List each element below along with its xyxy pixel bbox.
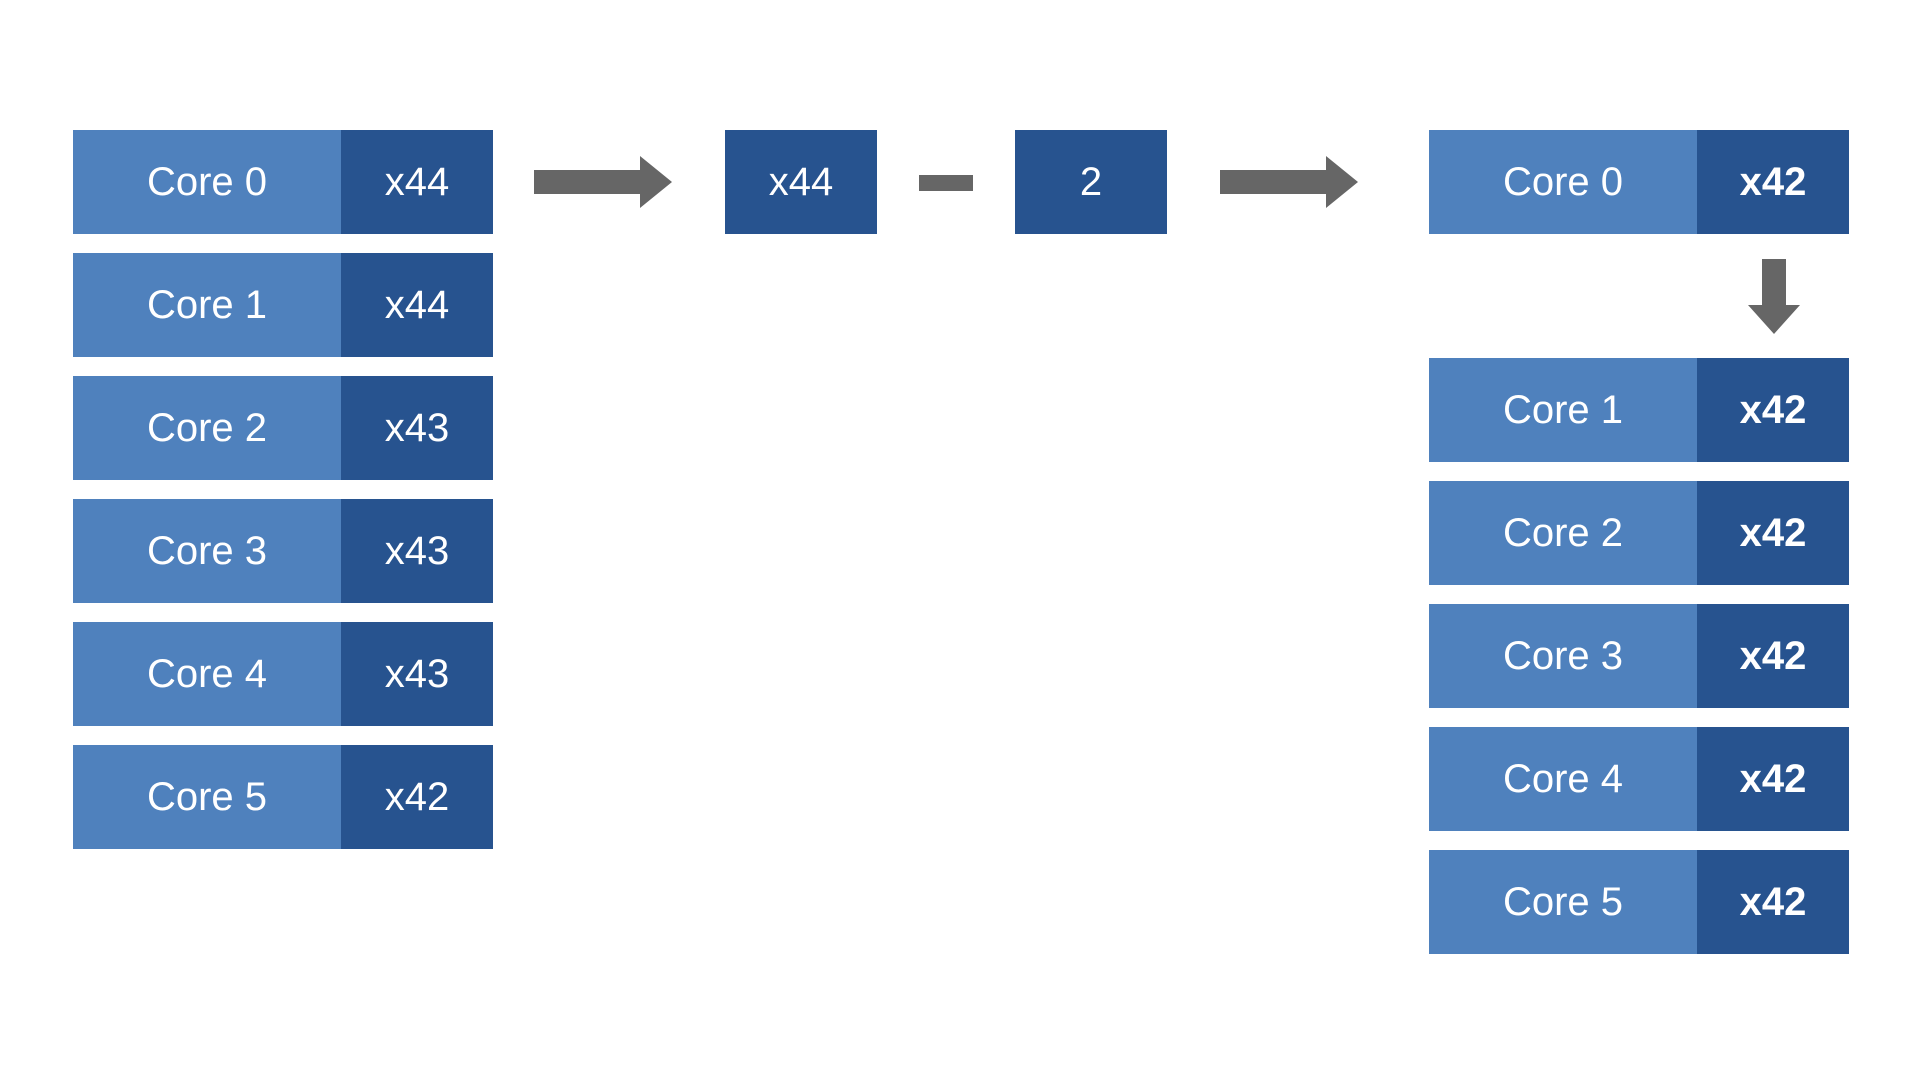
core-label: Core 2 — [1429, 481, 1697, 585]
core-label: Core 4 — [73, 622, 341, 726]
minus-icon — [919, 175, 973, 191]
initial-core-stack: Core 0 x44 Core 1 x44 Core 2 x43 Core 3 … — [73, 130, 493, 868]
core-multiplier: x43 — [341, 622, 493, 726]
core-multiplier: x42 — [1697, 130, 1849, 234]
core-label: Core 1 — [1429, 358, 1697, 462]
core-label: Core 4 — [1429, 727, 1697, 831]
core-row: Core 5 x42 — [1429, 850, 1849, 954]
core-multiplier: x43 — [341, 376, 493, 480]
core-label: Core 0 — [73, 130, 341, 234]
max-multiplier-box: x44 — [725, 130, 877, 234]
right-arrow-icon — [534, 156, 672, 208]
core-multiplier: x44 — [341, 130, 493, 234]
core-row: Core 2 x43 — [73, 376, 493, 480]
offset-box: 2 — [1015, 130, 1167, 234]
core-row: Core 1 x42 — [1429, 358, 1849, 462]
core-row: Core 0 x42 — [1429, 130, 1849, 234]
core-multiplier: x42 — [1697, 850, 1849, 954]
core-multiplier: x42 — [1697, 358, 1849, 462]
result-core-stack: Core 1 x42 Core 2 x42 Core 3 x42 Core 4 … — [1429, 358, 1849, 973]
core-row: Core 0 x44 — [73, 130, 493, 234]
core-multiplier: x42 — [1697, 727, 1849, 831]
down-arrow-icon — [1748, 259, 1800, 334]
core-multiplier: x43 — [341, 499, 493, 603]
core-label: Core 2 — [73, 376, 341, 480]
core-label: Core 5 — [1429, 850, 1697, 954]
core-multiplier: x42 — [1697, 604, 1849, 708]
core-label: Core 1 — [73, 253, 341, 357]
core-row: Core 4 x43 — [73, 622, 493, 726]
core-label: Core 3 — [1429, 604, 1697, 708]
core-label: Core 3 — [73, 499, 341, 603]
core-multiplier: x42 — [341, 745, 493, 849]
core-label: Core 0 — [1429, 130, 1697, 234]
core-row: Core 4 x42 — [1429, 727, 1849, 831]
core-label: Core 5 — [73, 745, 341, 849]
core-row: Core 3 x43 — [73, 499, 493, 603]
core-row: Core 2 x42 — [1429, 481, 1849, 585]
core-row: Core 5 x42 — [73, 745, 493, 849]
result-core-0: Core 0 x42 — [1429, 130, 1849, 253]
core-multiplier: x44 — [341, 253, 493, 357]
core-row: Core 1 x44 — [73, 253, 493, 357]
right-arrow-icon — [1220, 156, 1358, 208]
core-row: Core 3 x42 — [1429, 604, 1849, 708]
core-multiplier: x42 — [1697, 481, 1849, 585]
